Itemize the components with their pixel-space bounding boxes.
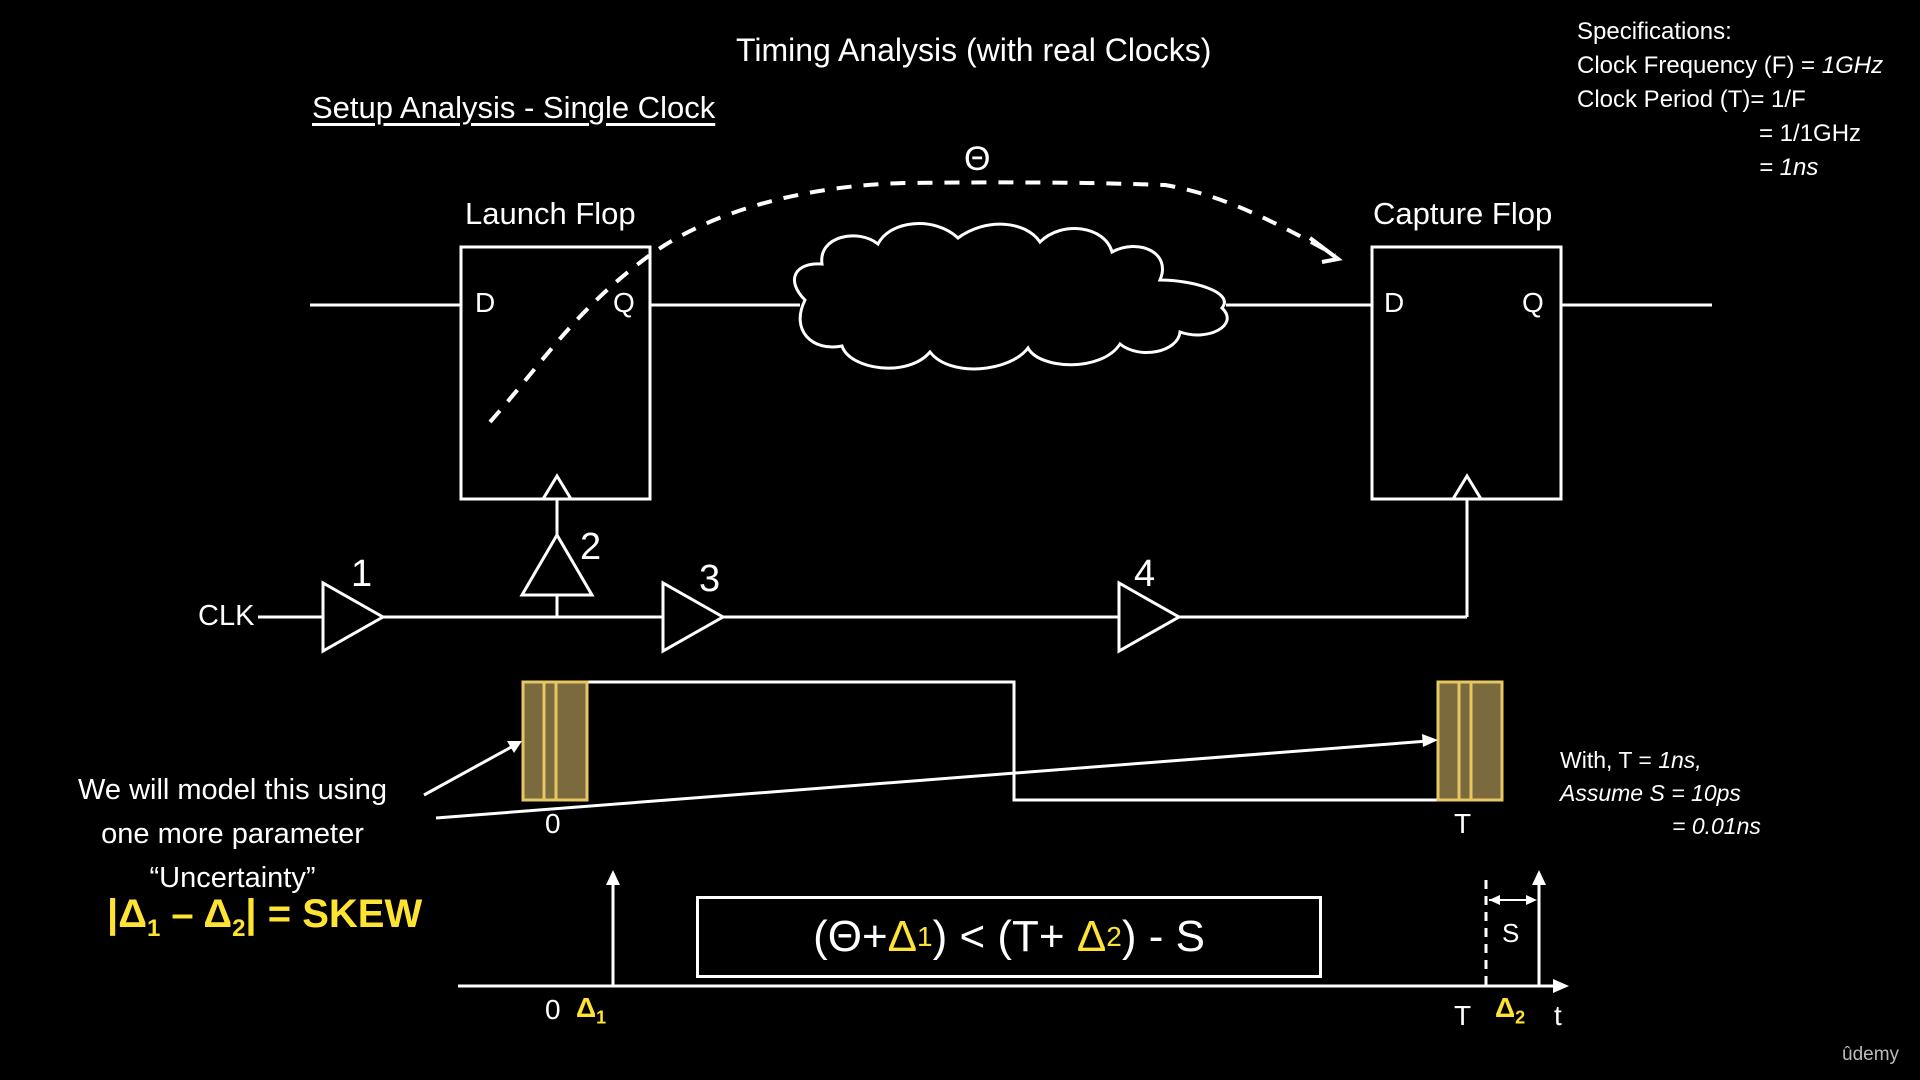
spec-frequency-label: Clock Frequency (F) = [1577, 52, 1822, 79]
skew-delta-1: Δ [118, 892, 147, 936]
buffer-4-label: 4 [1134, 553, 1156, 595]
with-note-value: 1ns, [1658, 747, 1702, 773]
eq-mid: ) < (T+ [932, 912, 1077, 961]
slide-title: Timing Analysis (with real Clocks) [736, 32, 1212, 68]
eq-open: (Θ+ [813, 912, 888, 961]
with-note-prefix: With, T = [1560, 747, 1659, 773]
buffer-2 [519, 532, 595, 597]
skew-delta-2: Δ [203, 892, 233, 936]
setup-margin-s-label: S [1502, 918, 1520, 948]
spec-frequency-value: 1GHz [1821, 52, 1884, 79]
waveform-t-label: T [1454, 808, 1472, 839]
note-line-3: “Uncertainty” [149, 862, 316, 894]
eq-delta-2-sub: 2 [1106, 921, 1122, 952]
buffer-3-label: 3 [699, 558, 721, 600]
section-subtitle: Setup Analysis - Single Clock [312, 90, 716, 125]
spec-frequency: Clock Frequency (F) = 1GHz [1577, 49, 1883, 83]
buffer-4 [1117, 580, 1183, 654]
buffer-1-label: 1 [351, 553, 373, 595]
with-note-line-2: Assume S = 10ps [1560, 780, 1741, 806]
launch-flop-d-pin: D [475, 287, 496, 318]
note-arrowhead-launch [507, 741, 522, 753]
eq-delta-2: Δ [1076, 912, 1107, 961]
axis-t-mark: T [1454, 1000, 1472, 1031]
eq-delta-1: Δ [887, 912, 918, 961]
theta-label: Θ [964, 140, 991, 178]
note-arrow-capture [435, 739, 1429, 820]
eq-close: ) - S [1121, 912, 1205, 961]
spec-heading: Specifications: [1577, 18, 1732, 45]
axis-delta-1-label: Δ1 [576, 992, 607, 1028]
launch-flop [310, 245, 800, 501]
clk-label: CLK [198, 600, 255, 632]
axis-delta-2-label: Δ2 [1495, 992, 1526, 1028]
note-arrowhead-capture [1422, 734, 1438, 747]
capture-flop-title: Capture Flop [1373, 196, 1553, 231]
uncertainty-region-launch [521, 680, 589, 802]
theta-path-dashed [488, 180, 1336, 424]
buffer-1 [321, 580, 387, 654]
skew-rhs: = SKEW [267, 892, 423, 936]
capture-flop-q-pin: Q [1522, 287, 1544, 318]
with-note: With, T = 1ns, Assume S = 10ps = 0.01ns [1560, 744, 1761, 843]
with-note-line-1: With, T = 1ns, [1560, 744, 1761, 777]
buffer-3 [661, 580, 727, 654]
skew-delta-2-sub: 2 [232, 915, 246, 942]
uncertainty-region-capture [1436, 680, 1504, 802]
launch-flop-title: Launch Flop [465, 196, 636, 231]
time-axis [458, 870, 1569, 993]
capture-flop-d-pin: D [1384, 287, 1405, 318]
clock-tree [258, 499, 1469, 654]
launch-flop-q-pin: Q [613, 287, 635, 318]
specifications: Specifications: Clock Frequency (F) = 1G… [1577, 15, 1883, 185]
note-line-1: We will model this using [78, 774, 387, 806]
waveform-zero-label: 0 [545, 808, 561, 839]
theta-arrowhead [1308, 236, 1343, 264]
udemy-watermark: ûdemy [1842, 1044, 1900, 1065]
spec-period-eq2: = 1ns [1759, 154, 1819, 181]
logic-cloud [793, 222, 1229, 371]
skew-formula: |Δ1 – Δ2| = SKEW [107, 892, 423, 942]
capture-flop [1370, 245, 1712, 501]
buffer-2-label: 2 [580, 526, 602, 568]
spec-period-eq1: = 1/1GHz [1759, 120, 1862, 147]
note-line-2: one more parameter [101, 818, 364, 850]
spec-period: Clock Period (T)= 1/F [1577, 86, 1806, 113]
note-arrow-launch [423, 743, 516, 797]
with-note-line-3: = 0.01ns [1672, 813, 1761, 839]
eq-delta-1-sub: 1 [917, 921, 933, 952]
uncertainty-note: We will model this using one more parame… [40, 768, 425, 900]
axis-zero-label: 0 [545, 994, 561, 1025]
axis-t-label: t [1554, 1000, 1562, 1031]
clock-waveform [553, 680, 1440, 802]
skew-delta-1-sub: 1 [146, 915, 161, 942]
